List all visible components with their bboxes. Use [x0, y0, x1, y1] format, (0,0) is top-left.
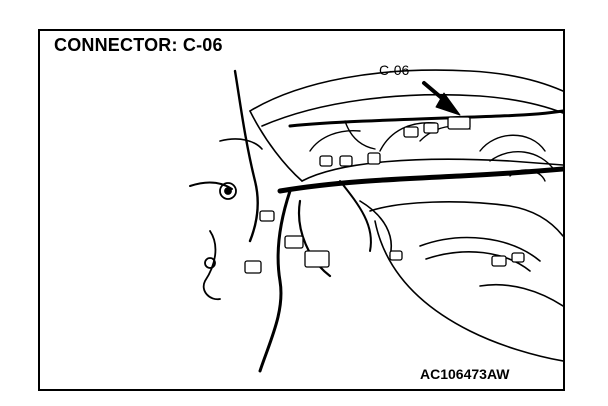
dashboard-outline: [219, 69, 563, 362]
connector-block: [389, 250, 403, 261]
figure-id: AC106473AW: [420, 366, 510, 382]
connectors: [244, 116, 525, 274]
dashboard-wiring-illustration: [189, 69, 563, 373]
grommet: [204, 182, 237, 269]
connector-block: [319, 155, 333, 167]
figure-title: CONNECTOR: C-06: [54, 35, 223, 55]
connector-block: [511, 252, 525, 263]
connector-block: [423, 122, 439, 134]
connector-callout-label: C-06: [379, 62, 410, 78]
connector-block: [339, 155, 353, 167]
figure-frame: CONNECTOR: C-06 C-06 AC106473AW: [38, 29, 565, 391]
connector-block: [284, 235, 304, 249]
connector-block: [491, 255, 507, 267]
connector-c06: [447, 116, 471, 130]
connector-block: [304, 250, 330, 268]
connector-block: [244, 260, 262, 274]
connector-block: [403, 126, 419, 138]
connector-block: [367, 152, 381, 165]
callout-arrow: [422, 81, 461, 116]
connector-block: [259, 210, 275, 222]
wiring-harness: [189, 69, 563, 373]
